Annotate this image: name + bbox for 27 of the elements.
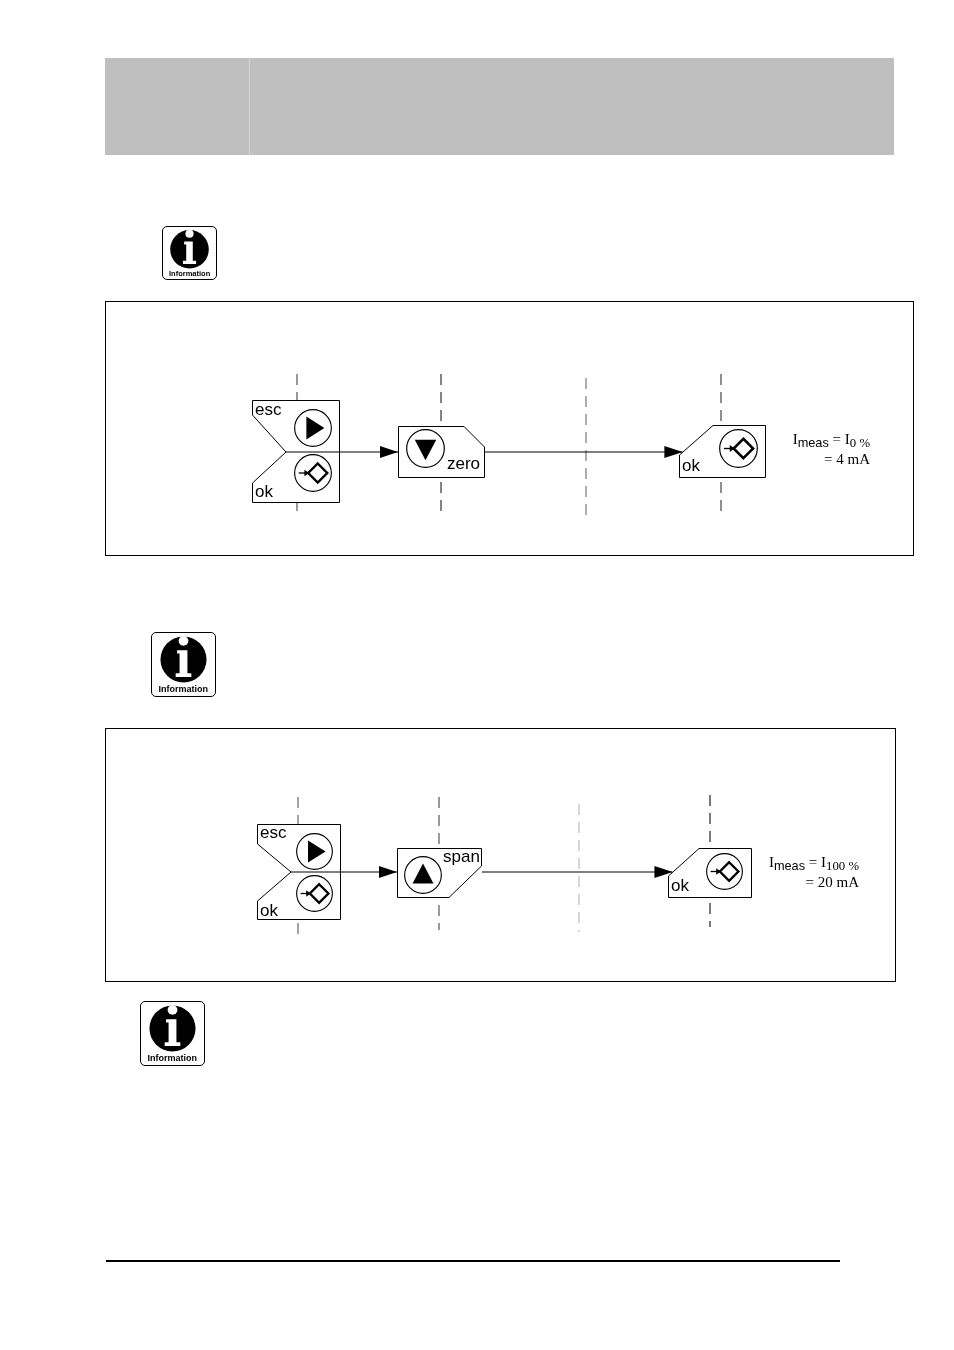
info-sign [151,632,216,697]
arrow [339,446,399,458]
arrow [340,866,398,878]
key-label: ok [671,877,689,894]
sign-label: Information [147,1053,197,1064]
info-sign [140,1001,205,1066]
two-key-symbol [257,824,341,920]
key-label: esc [255,401,282,418]
key-label: ok [260,902,278,919]
formula-note: I$_{meas}$ = I$_{100 %}$ = 20 mA [767,853,859,892]
arrow [481,866,674,878]
key-symbol [398,426,485,478]
key-label: span [443,848,480,865]
key-symbol [679,425,766,478]
diagram-frame [105,301,914,556]
arrow [484,446,683,458]
key-symbol [668,848,752,898]
key-label: esc [260,824,287,841]
key-label: ok [682,457,700,474]
key-symbol [397,848,482,898]
key-label: ok [255,483,273,500]
sign-label: Information [158,684,208,695]
info-sign [162,226,217,280]
diagram-frame [105,728,896,982]
formula-note: I$_{meas}$ = I$_{0 %}$ = 4 mA [791,430,870,469]
two-key-symbol [252,400,340,503]
key-label: zero [447,455,481,472]
